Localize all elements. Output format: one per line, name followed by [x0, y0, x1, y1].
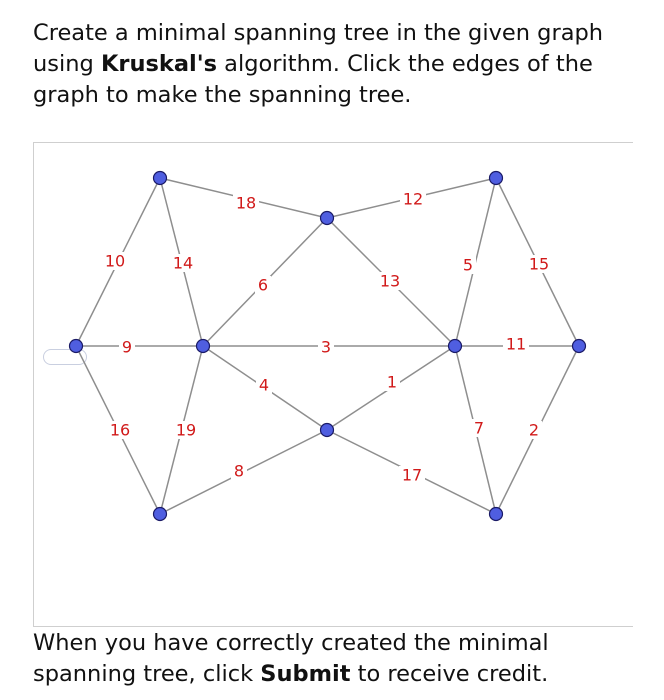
graph-node-B	[152, 170, 168, 186]
edge-A-B[interactable]: 10	[75, 177, 161, 347]
footer-suffix: to receive credit.	[350, 661, 549, 687]
edge-F-J[interactable]: 7	[454, 345, 497, 515]
graph-node-G	[571, 338, 587, 354]
submit-word: Submit	[260, 661, 351, 687]
edge-H-F[interactable]: 1	[326, 345, 456, 431]
graph-node-A	[68, 338, 84, 354]
edge-label-background	[399, 466, 425, 484]
edge-label-background	[377, 272, 403, 290]
edge-label-background	[400, 190, 426, 208]
edge-weight-label: 13	[380, 272, 400, 291]
edge-label-background	[471, 419, 487, 437]
edge-weight-label: 11	[506, 335, 526, 354]
edge-label-background	[503, 335, 529, 353]
edge-label-background	[107, 421, 133, 439]
edge-C-E[interactable]: 6	[202, 217, 328, 347]
edge-label-background	[102, 252, 128, 270]
edge-weight-label: 16	[110, 421, 130, 440]
edges-layer: 18 12 10 14 6 13 5 15 9 3 11 4 1 16 19 7 2 8 17	[75, 177, 580, 515]
edge-E-H[interactable]: 4	[202, 345, 328, 431]
edge-weight-label: 7	[474, 419, 484, 438]
edge-A-I[interactable]: 16	[75, 345, 161, 515]
edge-E-F[interactable]: 3	[203, 338, 455, 357]
edge-B-C[interactable]: 18	[159, 177, 328, 219]
edge-F-G[interactable]: 11	[455, 335, 579, 354]
edge-label-background	[170, 254, 196, 272]
edge-weight-label: 12	[403, 190, 423, 209]
edge-label-background	[460, 256, 476, 274]
instructions-text: Create a minimal spanning tree in the gi…	[33, 18, 643, 111]
algorithm-name: Kruskal's	[100, 51, 218, 77]
edge-weight-label: 2	[529, 421, 539, 440]
edge-label-background	[318, 338, 334, 356]
edge-label-background	[119, 338, 135, 356]
edge-G-J[interactable]: 2	[495, 345, 580, 515]
edge-weight-label: 14	[173, 254, 193, 273]
footer-text: When you have correctly created the mini…	[33, 628, 643, 690]
edge-weight-label: 9	[122, 338, 132, 357]
instructions-suffix: algorithm. Click the edges of the graph …	[33, 51, 593, 108]
edge-C-F[interactable]: 13	[326, 217, 456, 347]
edge-weight-label: 4	[259, 376, 269, 395]
edge-D-F[interactable]: 5	[454, 177, 497, 347]
graph-node-J	[488, 506, 504, 522]
edge-weight-label: 8	[234, 462, 244, 481]
edge-weight-label: 19	[176, 421, 196, 440]
graph-node-H	[319, 422, 335, 438]
nodes-layer	[68, 170, 587, 522]
edge-weight-label: 6	[258, 276, 268, 295]
graph-node-F	[447, 338, 463, 354]
graph-panel	[33, 142, 633, 627]
edge-weight-label: 1	[387, 373, 397, 392]
edge-I-H[interactable]: 8	[159, 429, 328, 515]
edge-D-G[interactable]: 15	[495, 177, 580, 347]
edge-weight-label: 17	[402, 466, 422, 485]
graph-node-D	[488, 170, 504, 186]
edge-label-background	[233, 194, 259, 212]
edge-weight-label: 5	[463, 256, 473, 275]
edge-label-background	[526, 255, 552, 273]
edge-A-E[interactable]: 9	[76, 338, 203, 357]
edge-H-J[interactable]: 17	[326, 429, 497, 515]
edge-E-I[interactable]: 19	[159, 345, 204, 515]
edge-weight-label: 10	[105, 252, 125, 271]
graph-node-C	[319, 210, 335, 226]
edge-label-background	[255, 276, 271, 294]
edge-label-background	[526, 421, 542, 439]
footer-prefix: When you have correctly created the mini…	[33, 630, 549, 687]
edge-label-background	[231, 462, 247, 480]
edge-label-background	[173, 421, 199, 439]
edge-weight-label: 15	[529, 255, 549, 274]
edge-weight-label: 18	[236, 194, 256, 213]
edge-C-D[interactable]: 12	[326, 177, 497, 219]
graph-node-E	[195, 338, 211, 354]
instructions-prefix: Create a minimal spanning tree in the gi…	[33, 20, 604, 77]
edge-B-E[interactable]: 14	[159, 177, 204, 347]
edge-label-background	[384, 373, 400, 391]
edge-weight-label: 3	[321, 338, 331, 357]
edge-label-background	[256, 376, 272, 394]
graph-node-I	[152, 506, 168, 522]
